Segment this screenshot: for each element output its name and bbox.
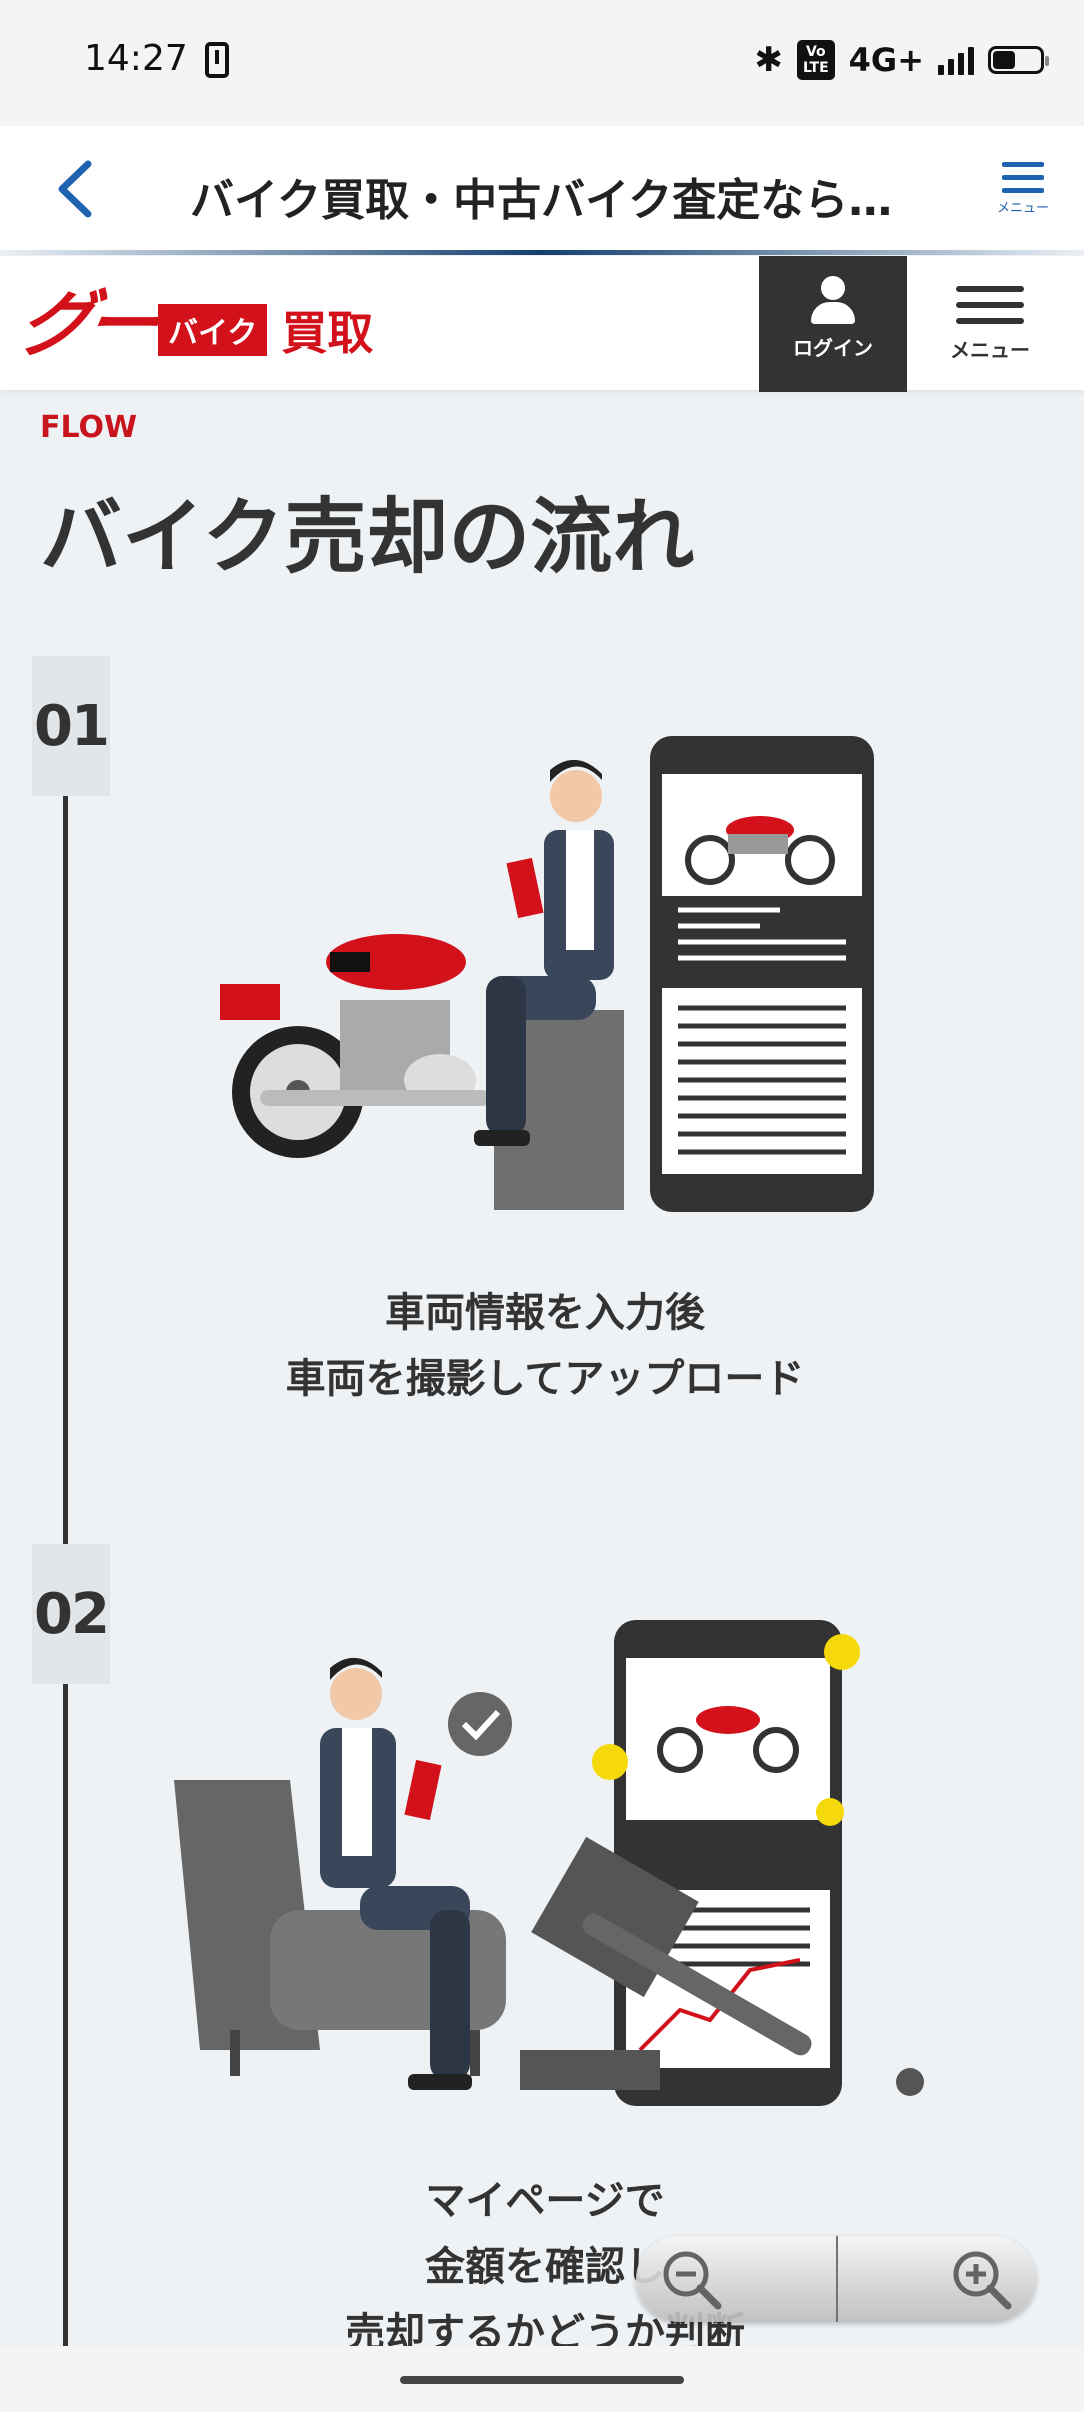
network-type: 4G+ <box>848 41 924 79</box>
step-02-illustration <box>174 1620 924 2106</box>
step-number-01: 01 <box>32 656 110 796</box>
zoom-in-icon[interactable] <box>948 2246 1014 2312</box>
status-bar: 14:27 ✱ Vo LTE 4G+ <box>0 0 1084 126</box>
zoom-divider <box>836 2236 838 2322</box>
step-number-02: 02 <box>32 1544 110 1684</box>
home-indicator[interactable] <box>400 2376 684 2384</box>
site-logo[interactable]: グー バイク 買取 <box>13 282 374 366</box>
logo-kaitori: 買取 <box>281 306 374 360</box>
menu-icon <box>992 162 1054 193</box>
browser-menu-label: メニュー <box>996 201 1049 216</box>
download-indicator-icon <box>205 42 229 78</box>
zoom-out-icon[interactable] <box>658 2246 724 2312</box>
site-menu-label: メニュー <box>950 338 1030 362</box>
back-chevron-icon <box>58 160 92 218</box>
signal-icon <box>938 45 974 75</box>
back-button[interactable] <box>48 156 108 222</box>
header-divider <box>0 250 1084 255</box>
user-icon <box>811 276 855 328</box>
navigation-bar <box>0 2346 1084 2412</box>
status-time: 14:27 <box>84 38 188 79</box>
zoom-control <box>636 2236 1036 2322</box>
section-title: バイク売却の流れ <box>40 490 695 585</box>
step-01-caption: 車両情報を入力後 車両を撮影してアップロード <box>285 1290 805 1402</box>
login-label: ログイン <box>793 336 873 360</box>
logo-goo: グー <box>12 282 160 366</box>
hamburger-icon <box>930 286 1050 324</box>
status-indicators: ✱ Vo LTE 4G+ <box>754 40 1049 80</box>
page-title: バイク買取・中古バイク査定なら… <box>190 175 893 226</box>
site-menu-button[interactable]: メニュー <box>930 286 1050 363</box>
logo-bike: バイク <box>158 304 268 356</box>
browser-menu-button[interactable]: メニュー <box>992 162 1054 222</box>
site-header: グー バイク 買取 ログイン メニュー <box>0 256 1084 392</box>
section-eyebrow: FLOW <box>40 410 138 445</box>
login-button[interactable]: ログイン <box>759 256 907 392</box>
browser-header: バイク買取・中古バイク査定なら… メニュー <box>0 126 1084 254</box>
volte-badge: Vo LTE <box>796 40 835 80</box>
step-01-illustration <box>220 736 874 1212</box>
battery-icon <box>988 46 1049 74</box>
bluetooth-icon: ✱ <box>754 40 783 80</box>
